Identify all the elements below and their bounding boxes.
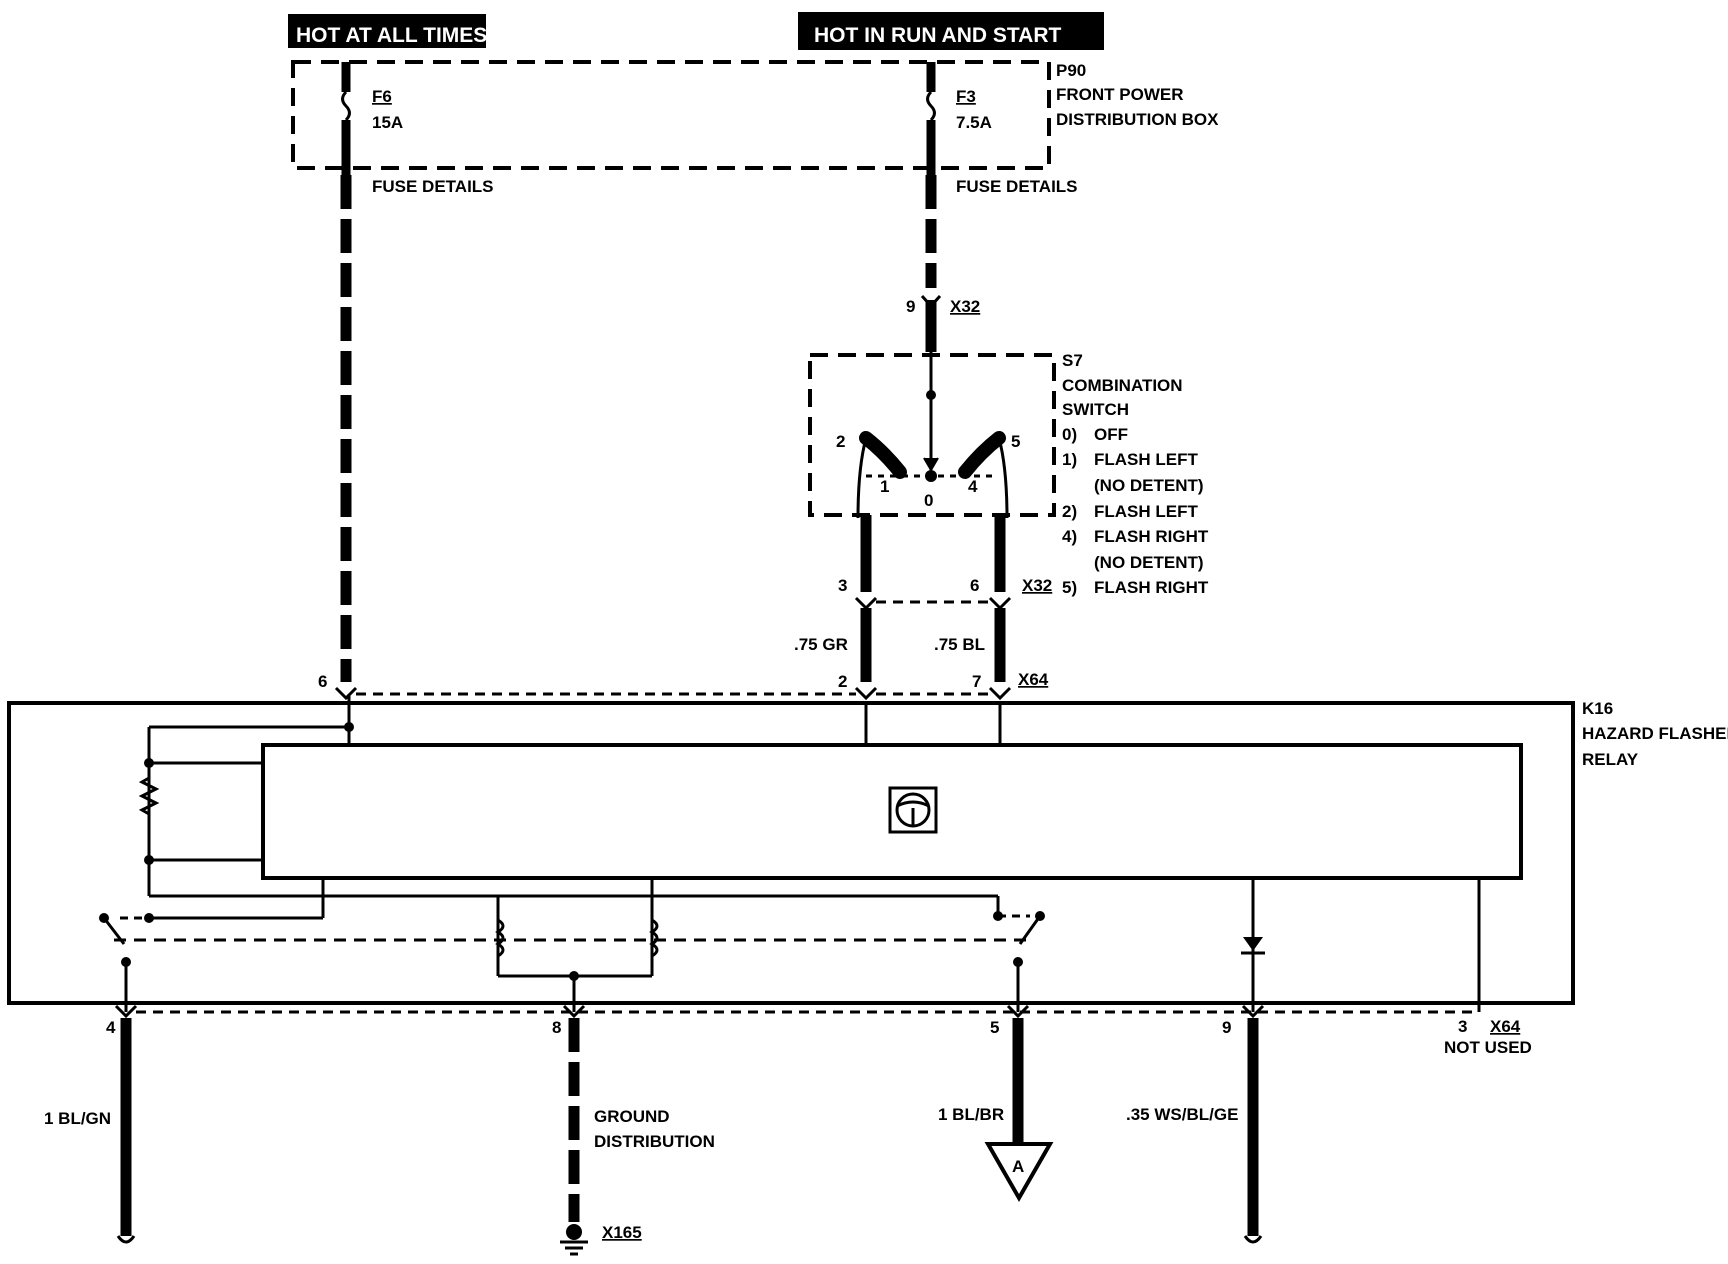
fuse-f3-details: FUSE DETAILS — [956, 177, 1078, 196]
fuse-box-name-line1: FRONT POWER — [1056, 85, 1184, 104]
junction-dot — [144, 855, 154, 865]
switch-position-text: FLASH LEFT — [1094, 502, 1198, 521]
relay-contact-right — [998, 911, 1045, 1012]
bottom-pin-3: 3 — [1458, 1017, 1467, 1036]
connector-x64-pin-7: 7 — [972, 672, 981, 691]
wire-label-ws-bl-ge: .35 WS/BL/GE — [1126, 1105, 1238, 1124]
bottom-pin-4: 4 — [106, 1018, 116, 1037]
fuse-f3-rating: 7.5A — [956, 113, 992, 132]
wire-label-ground-line1: GROUND — [594, 1107, 670, 1126]
junction-dot — [569, 971, 579, 981]
ground-point-id: X165 — [602, 1223, 642, 1242]
switch-position-text: (NO DETENT) — [1094, 476, 1204, 495]
steering-wheel-icon — [888, 786, 938, 834]
fuse-f6 — [341, 62, 351, 175]
relay-internal-wiring — [147, 694, 1481, 1012]
relay-coil-left — [495, 918, 505, 958]
switch-pin-0: 0 — [924, 491, 933, 510]
switch-contact-right — [958, 431, 1006, 479]
connector-x64-bottom-id: X64 — [1490, 1017, 1521, 1036]
switch-pin-4: 4 — [968, 477, 978, 496]
wire-label-bl: .75 BL — [934, 635, 985, 654]
switch-feed-dot — [926, 390, 936, 400]
fuse-f6-details: FUSE DETAILS — [372, 177, 494, 196]
switch-id: S7 — [1062, 351, 1083, 370]
switch-positions-list: 0) OFF 1) FLASH LEFT (NO DETENT) 2) FLAS… — [1062, 425, 1209, 597]
switch-wiper-arrow — [923, 457, 939, 472]
switch-contact-left — [859, 431, 907, 479]
relay-outline — [7, 701, 1575, 1005]
switch-position-num: 0) — [1062, 425, 1077, 444]
connector-x64-top-id: X64 — [1018, 670, 1049, 689]
bottom-pin-8: 8 — [552, 1018, 561, 1037]
offpage-ref-label: A — [1012, 1157, 1024, 1176]
ground-icon — [560, 1224, 588, 1256]
wire-label-bl-br: 1 BL/BR — [938, 1105, 1004, 1124]
switch-position-num: 1) — [1062, 450, 1077, 469]
wire-bl-gn-continuation — [116, 1235, 136, 1244]
switch-position-text: FLASH LEFT — [1094, 450, 1198, 469]
relay-electronic-module — [261, 743, 1523, 880]
relay-id: K16 — [1582, 699, 1613, 718]
connector-x32-mid — [854, 596, 1012, 611]
fuse-f3 — [926, 62, 936, 175]
pin-3-not-used: NOT USED — [1444, 1038, 1532, 1057]
switch-position-num: 5) — [1062, 578, 1077, 597]
connector-x64-top — [334, 686, 1012, 701]
relay-name-line1: HAZARD FLASHER — [1582, 724, 1728, 743]
connector-x32-top-pin: 9 — [906, 297, 915, 316]
switch-position-num: 2) — [1062, 502, 1077, 521]
fuse-f6-id: F6 — [372, 87, 392, 106]
junction-dot — [344, 722, 354, 732]
switch-position-text: (NO DETENT) — [1094, 553, 1204, 572]
switch-position-text: OFF — [1094, 425, 1128, 444]
connector-x32-pin9 — [920, 294, 942, 352]
resistor-symbol — [138, 768, 160, 824]
connector-x32-mid-id: X32 — [1022, 576, 1052, 595]
wire-label-ground-line2: DISTRIBUTION — [594, 1132, 715, 1151]
banner-hot-at-all-times-text: HOT AT ALL TIMES — [296, 24, 487, 47]
connector-x32-top-id: X32 — [950, 297, 980, 316]
switch-position-text: FLASH RIGHT — [1094, 527, 1209, 546]
offpage-ref-triangle-icon — [984, 1142, 1054, 1203]
fuse-f3-id: F3 — [956, 87, 976, 106]
connector-x32-mid-pin-6: 6 — [970, 576, 979, 595]
bottom-pin-5: 5 — [990, 1018, 999, 1037]
fuse-box-outline — [291, 60, 1051, 170]
banner-hot-in-run-and-start-text: HOT IN RUN AND START — [814, 24, 1061, 47]
wire-label-bl-gn: 1 BL/GN — [44, 1109, 111, 1128]
switch-pin-1: 1 — [880, 477, 889, 496]
bottom-pin-9: 9 — [1222, 1018, 1231, 1037]
switch-pin-5: 5 — [1011, 432, 1020, 451]
wire-ws-bl-ge-continuation — [1243, 1235, 1263, 1244]
relay-coil-right — [649, 918, 659, 958]
fuse-box-id: P90 — [1056, 61, 1086, 80]
switch-name-line1: COMBINATION — [1062, 376, 1183, 395]
banner-hot-in-run-and-start: HOT IN RUN AND START — [798, 12, 1104, 50]
switch-position-num: 4) — [1062, 527, 1077, 546]
banner-hot-at-all-times: HOT AT ALL TIMES — [288, 14, 487, 48]
connector-x64-pin-2: 2 — [838, 672, 847, 691]
switch-name-line2: SWITCH — [1062, 400, 1129, 419]
fuse-f6-rating: 15A — [372, 113, 403, 132]
wire-label-gr: .75 GR — [794, 635, 848, 654]
switch-pin-2: 2 — [836, 432, 845, 451]
relay-contact-left — [99, 913, 149, 1012]
connector-x32-mid-pin-3: 3 — [838, 576, 847, 595]
diode-symbol — [1241, 937, 1265, 955]
switch-position-text: FLASH RIGHT — [1094, 578, 1209, 597]
junction-dot — [144, 758, 154, 768]
connector-x64-bottom — [114, 1004, 1479, 1019]
fuse-box-name-line2: DISTRIBUTION BOX — [1056, 110, 1219, 129]
relay-name-line2: RELAY — [1582, 750, 1639, 769]
connector-x64-pin-6: 6 — [318, 672, 327, 691]
